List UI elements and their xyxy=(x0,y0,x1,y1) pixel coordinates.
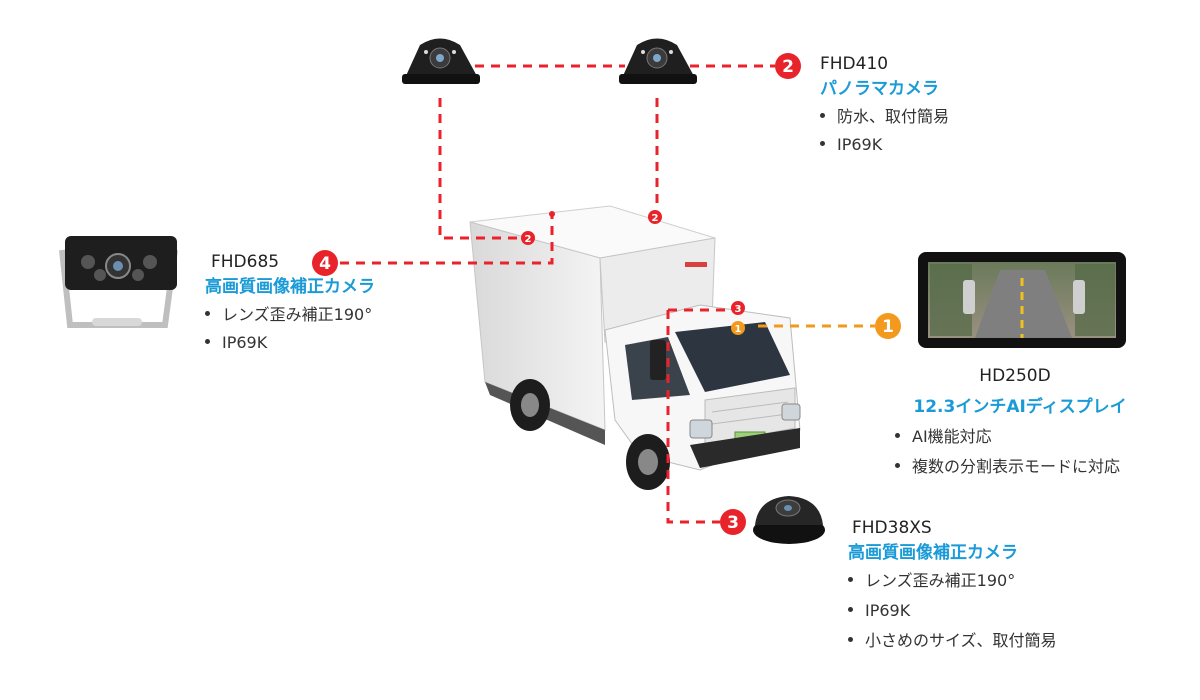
badge-4-main: 4 xyxy=(312,250,338,276)
fhd410-camera-left xyxy=(402,38,480,84)
svg-text:2: 2 xyxy=(782,57,794,77)
fhd410-model: FHD410 xyxy=(820,54,889,74)
svg-text:2: 2 xyxy=(525,234,532,245)
fhd38xs-model: FHD38XS xyxy=(852,518,932,538)
fhd685-camera xyxy=(59,236,178,328)
fhd410-feature: 防水、取付簡易 xyxy=(820,102,949,132)
connection-lines xyxy=(340,64,875,524)
hd250d-feature: 複数の分割表示モードに対応 xyxy=(895,452,1155,482)
fhd685-info: FHD685 高画質画像補正カメラ レンズ歪み補正190° IP69K xyxy=(205,250,375,356)
hd250d-feature: AI機能対応 xyxy=(895,422,1155,452)
hd250d-subtitle: 12.3インチAIディスプレイ xyxy=(913,397,1127,417)
fhd685-subtitle: 高画質画像補正カメラ xyxy=(205,277,375,297)
badge-1-small: 1 xyxy=(731,321,745,335)
fhd410-info: FHD410 パノラマカメラ 防水、取付簡易 IP69K xyxy=(820,52,949,158)
fhd38xs-feature: IP69K xyxy=(848,596,1057,626)
fhd38xs-camera xyxy=(753,496,825,544)
fhd410-feature: IP69K xyxy=(820,132,949,158)
hd250d-model: HD250D xyxy=(979,366,1051,386)
hd250d-info: HD250D 12.3インチAIディスプレイ AI機能対応 複数の分割表示モード… xyxy=(895,364,1155,482)
svg-text:1: 1 xyxy=(882,317,894,337)
fhd38xs-info: FHD38XS 高画質画像補正カメラ レンズ歪み補正190° IP69K 小さめ… xyxy=(848,516,1057,656)
fhd685-model: FHD685 xyxy=(211,252,280,272)
fhd38xs-feature: レンズ歪み補正190° xyxy=(848,566,1057,596)
svg-text:2: 2 xyxy=(652,213,659,224)
fhd38xs-feature: 小さめのサイズ、取付簡易 xyxy=(848,626,1057,656)
badge-2-main: 2 xyxy=(775,53,801,79)
svg-text:1: 1 xyxy=(735,324,742,335)
fhd410-camera-right xyxy=(619,38,697,84)
badge-1-main: 1 xyxy=(875,313,901,339)
truck-illustration xyxy=(469,205,801,490)
badge-2-small-front: 2 xyxy=(648,210,662,224)
fhd685-feature: レンズ歪み補正190° xyxy=(205,300,375,330)
fhd38xs-subtitle: 高画質画像補正カメラ xyxy=(848,543,1018,563)
badge-3-main: 3 xyxy=(720,509,746,535)
badge-2-small-rear: 2 xyxy=(521,231,535,245)
fhd410-subtitle: パノラマカメラ xyxy=(820,79,939,99)
svg-text:3: 3 xyxy=(727,513,739,533)
badge-3-small: 3 xyxy=(731,301,745,315)
svg-text:4: 4 xyxy=(319,254,331,274)
svg-text:3: 3 xyxy=(735,304,742,315)
fhd685-feature: IP69K xyxy=(205,330,375,356)
hd250d-display xyxy=(918,252,1126,348)
